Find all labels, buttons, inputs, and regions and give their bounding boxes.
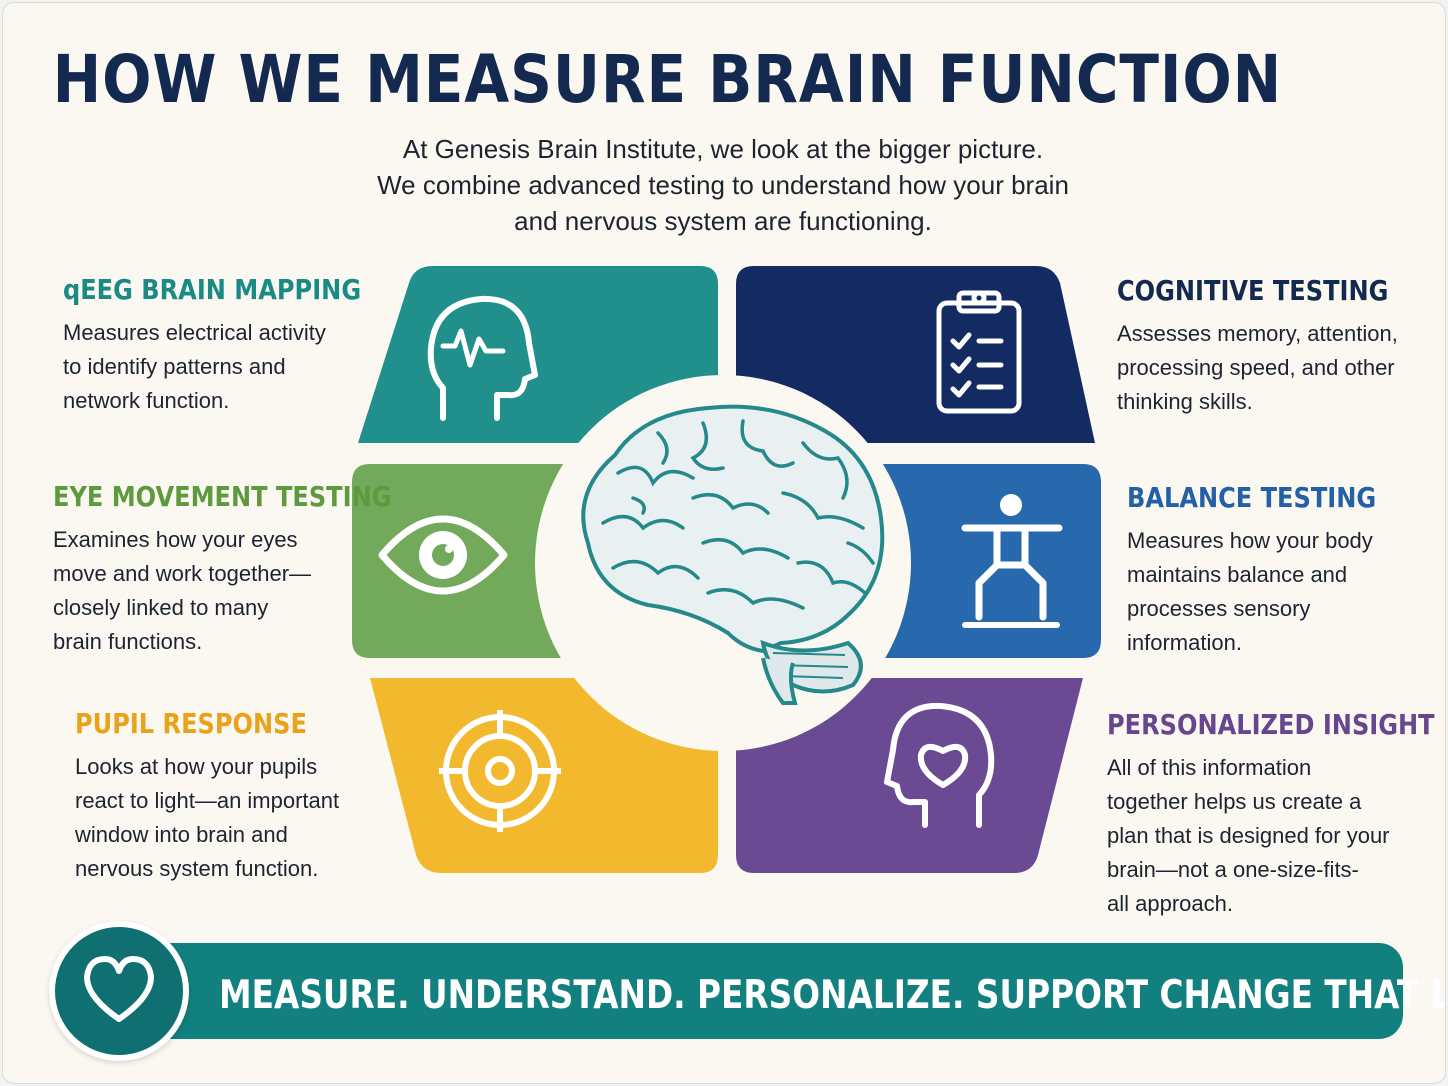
head-heart-icon [884, 702, 995, 828]
qeeg-description: Measures electrical activity to identify… [63, 316, 410, 418]
section-pupil: PUPIL RESPONSE Looks at how your pupils … [75, 707, 345, 886]
insight-title: PERSONALIZED INSIGHT [1107, 708, 1435, 741]
insight-line-2: together helps us create a [1107, 789, 1362, 814]
section-eye: EYE MOVEMENT TESTING Examines how your e… [53, 480, 447, 659]
balance-line-2: maintains balance and [1127, 562, 1348, 587]
insight-description: All of this information together helps u… [1107, 751, 1445, 921]
pupil-line-2: react to light—an important [75, 788, 340, 813]
balance-line-1: Measures how your body [1127, 528, 1373, 553]
intro-text: At Genesis Brain Institute, we look at t… [253, 131, 1193, 239]
page-title: HOW WE MEASURE BRAIN FUNCTION [52, 41, 1283, 118]
tagline-text: MEASURE. UNDERSTAND. PERSONALIZE. SUPPOR… [219, 973, 1446, 1018]
cognitive-line-2: processing speed, and other [1117, 355, 1395, 380]
eye-line-3: closely linked to many [53, 595, 269, 620]
balance-line-4: information. [1127, 630, 1242, 655]
pupil-description: Looks at how your pupils react to light—… [75, 750, 345, 886]
qeeg-line-1: Measures electrical activity [63, 320, 326, 345]
qeeg-title: qEEG BRAIN MAPPING [63, 273, 362, 306]
insight-line-4: brain—not a one-size-fits- [1107, 857, 1359, 882]
balance-line-3: processes sensory [1127, 596, 1311, 621]
section-insight: PERSONALIZED INSIGHT All of this informa… [1107, 708, 1445, 921]
eye-icon [378, 515, 508, 595]
eye-title: EYE MOVEMENT TESTING [53, 480, 392, 513]
eye-line-2: move and work together— [53, 561, 312, 586]
balance-figure-icon [961, 494, 1063, 628]
pupil-line-1: Looks at how your pupils [75, 754, 318, 779]
head-brainwave-icon [427, 295, 538, 421]
eye-line-4: brain functions. [53, 629, 203, 654]
segment-cognitive [736, 266, 1095, 443]
pupil-line-3: window into brain and [75, 822, 288, 847]
intro-line-1: At Genesis Brain Institute, we look at t… [402, 134, 1044, 164]
tagline-banner: MEASURE. UNDERSTAND. PERSONALIZE. SUPPOR… [103, 943, 1445, 1039]
target-icon [439, 710, 561, 832]
cognitive-description: Assesses memory, attention, processing s… [1117, 317, 1433, 419]
qeeg-line-2: to identify patterns and [63, 354, 286, 379]
insight-line-1: All of this information [1107, 755, 1312, 780]
eye-description: Examines how your eyes move and work tog… [53, 523, 447, 659]
pupil-title: PUPIL RESPONSE [75, 707, 307, 740]
cognitive-line-1: Assesses memory, attention, [1117, 321, 1398, 346]
eye-line-1: Examines how your eyes [53, 527, 298, 552]
heart-icon [84, 956, 154, 1022]
intro-line-3: and nervous system are functioning. [514, 206, 932, 236]
balance-description: Measures how your body maintains balance… [1127, 524, 1417, 660]
section-cognitive: COGNITIVE TESTING Assesses memory, atten… [1117, 274, 1433, 419]
measurement-diagram [352, 266, 1101, 873]
heart-badge [49, 921, 189, 1061]
insight-line-3: plan that is designed for your [1107, 823, 1390, 848]
intro-line-2: We combine advanced testing to understan… [377, 170, 1069, 200]
section-qeeg: qEEG BRAIN MAPPING Measures electrical a… [63, 273, 410, 418]
clipboard-checklist-icon [936, 290, 1022, 414]
balance-title: BALANCE TESTING [1127, 481, 1377, 514]
pupil-line-4: nervous system function. [75, 856, 319, 881]
qeeg-line-3: network function. [63, 388, 230, 413]
cognitive-line-3: thinking skills. [1117, 389, 1253, 414]
segment-insight [736, 678, 1083, 873]
insight-line-5: all approach. [1107, 891, 1233, 916]
cognitive-title: COGNITIVE TESTING [1117, 274, 1389, 307]
brain-icon [581, 404, 885, 705]
section-balance: BALANCE TESTING Measures how your body m… [1127, 481, 1417, 660]
